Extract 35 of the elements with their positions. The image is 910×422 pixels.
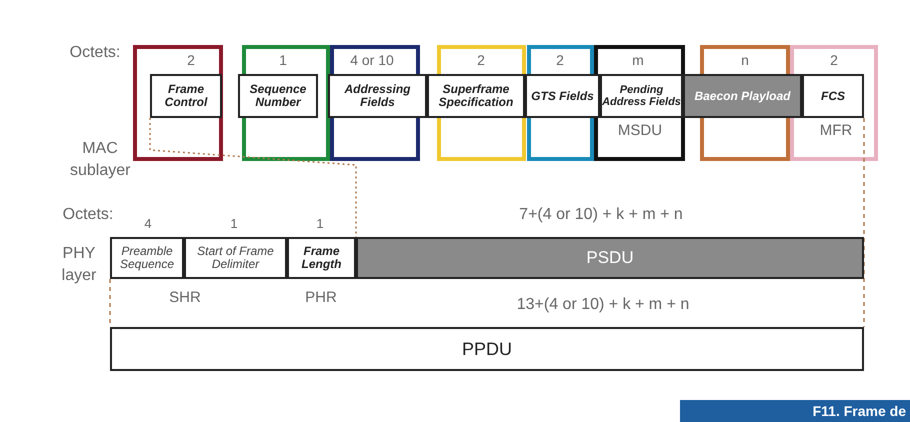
octet-count: 2	[830, 52, 838, 68]
length-formula: 13+(4 or 10) + k + m + n	[516, 296, 690, 314]
field-cell: Preamble Sequence	[110, 237, 184, 279]
frame-part-label: MFR	[820, 122, 852, 139]
layer-label: PHY layer	[60, 244, 98, 286]
field-cell: Start of Frame Delimiter	[184, 237, 287, 279]
octet-count: 1	[230, 216, 238, 231]
octet-count: 1	[279, 52, 287, 68]
field-cell: FCS	[802, 74, 864, 118]
octets-label: Octets:	[62, 206, 114, 224]
frame-part-label: SHR	[169, 289, 201, 306]
field-cell: Frame Control	[150, 74, 222, 118]
caption-bar: F11. Frame de	[680, 400, 910, 422]
octet-count: 2	[477, 52, 485, 68]
octet-count: 4 or 10	[350, 52, 394, 68]
octet-count: 2	[187, 52, 195, 68]
octet-count: 1	[316, 216, 324, 231]
field-cell: Addressing Fields	[328, 74, 427, 118]
octet-count: m	[632, 52, 644, 68]
field-cell: Sequence Number	[238, 74, 318, 118]
octets-label: Octets:	[70, 44, 120, 62]
octet-count: 2	[556, 52, 564, 68]
octet-count: n	[741, 52, 749, 68]
field-cell: PPDU	[110, 327, 864, 371]
frame-part-label: PHR	[305, 289, 337, 306]
octet-count: 4	[144, 216, 152, 231]
field-cell: PSDU	[356, 237, 864, 279]
field-cell: Superframe Specification	[427, 74, 525, 118]
length-formula: 7+(4 or 10) + k + m + n	[519, 206, 683, 224]
field-cell: Pending Address Fields	[600, 74, 683, 118]
frame-part-label: MSDU	[618, 122, 662, 139]
field-cell: Baecon Playload	[683, 74, 802, 118]
field-cell: GTS Fields	[525, 74, 600, 118]
field-cell: Frame Length	[287, 237, 356, 279]
layer-label: MAC sublayer	[70, 139, 130, 181]
